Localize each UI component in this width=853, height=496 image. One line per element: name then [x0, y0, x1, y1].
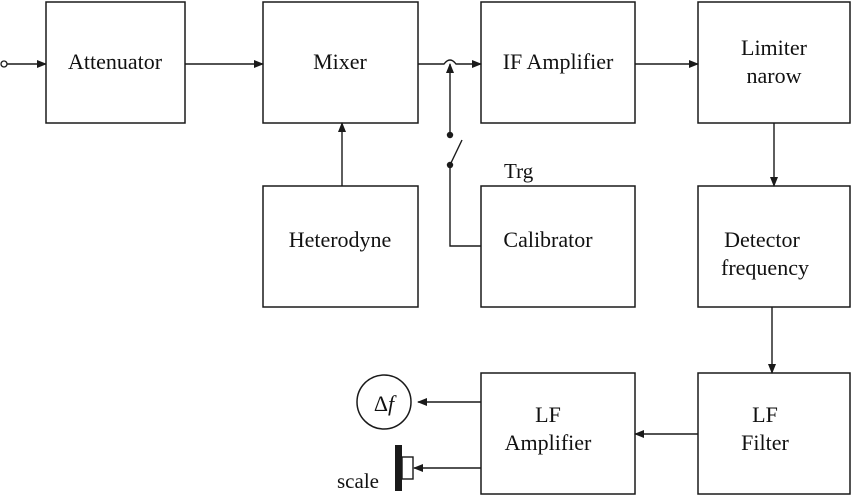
delta-f-indicator: Δf: [356, 374, 412, 430]
scale-label: scale: [337, 469, 379, 493]
calibrator-feed-wire: [449, 165, 481, 247]
limiter-label-line2: narow: [747, 63, 802, 88]
lf-amplifier-label-line1: LF: [535, 402, 561, 427]
attenuator-block: Attenuator: [45, 1, 186, 124]
limiter-label-line1: Limiter: [741, 35, 808, 60]
lf-amplifier-block: LF Amplifier: [480, 372, 636, 495]
limiter-block: Limiter narow: [697, 1, 851, 124]
delta-f-label: Δf: [374, 391, 397, 416]
if-amplifier-label: IF Amplifier: [503, 49, 614, 74]
lf-amplifier-label-line2: Amplifier: [505, 430, 592, 455]
calibrator-block: Calibrator: [480, 185, 636, 308]
detector-label-line1: Detector: [724, 227, 800, 252]
scale-meter: [395, 445, 414, 491]
heterodyne-block: Heterodyne: [262, 185, 419, 308]
calibrator-label: Calibrator: [503, 227, 593, 252]
mixer-to-if-amplifier-arrow: [418, 59, 482, 68]
input-terminal: [0, 60, 8, 68]
detector-block: Detector frequency: [697, 185, 851, 308]
mixer-block: Mixer: [262, 1, 419, 124]
lf-filter-label-line2: Filter: [741, 430, 789, 455]
lf-filter-block: LF Filter: [697, 372, 851, 495]
detector-label-line2: frequency: [721, 255, 809, 280]
calibrator-switch-blade: [449, 139, 463, 166]
trigger-label: Trg: [504, 159, 534, 183]
heterodyne-label: Heterodyne: [289, 227, 392, 252]
mixer-label: Mixer: [313, 49, 367, 74]
attenuator-label: Attenuator: [68, 49, 163, 74]
switch-contact-bottom: [446, 161, 454, 169]
if-amplifier-block: IF Amplifier: [480, 1, 636, 124]
lf-filter-label-line1: LF: [752, 402, 778, 427]
